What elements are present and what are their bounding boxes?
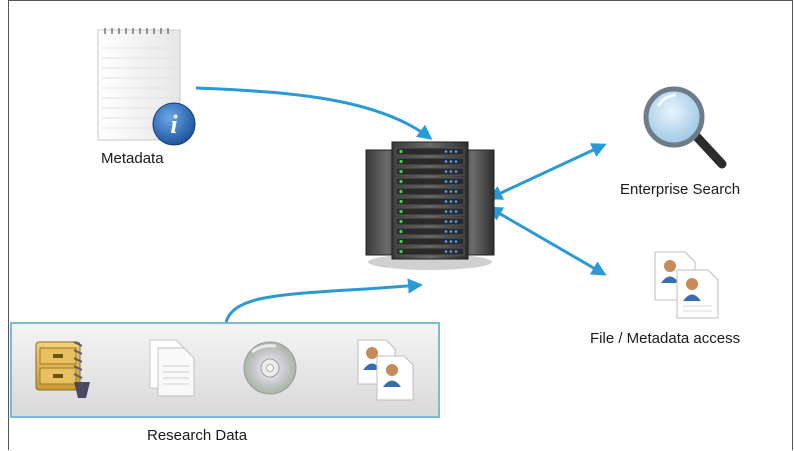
cd-disc-icon bbox=[243, 341, 297, 395]
enterprise-search-label: Enterprise Search bbox=[620, 181, 741, 198]
server-access-arrow bbox=[487, 206, 607, 276]
diagram-frame bbox=[8, 0, 793, 450]
notepad-info-icon: i bbox=[97, 28, 196, 146]
user-documents-icon bbox=[654, 251, 719, 319]
research-data-label: Research Data bbox=[147, 427, 248, 444]
frame-edge bbox=[8, 418, 9, 450]
user-documents-icon bbox=[357, 339, 414, 401]
server-rack-icon bbox=[365, 141, 495, 270]
server-search-arrow bbox=[487, 143, 607, 200]
documents-icon bbox=[149, 339, 195, 397]
metadata-label: Metadata bbox=[101, 150, 164, 167]
magnifier-icon bbox=[643, 86, 727, 169]
svg-text:i: i bbox=[170, 110, 178, 139]
research-to-server-arrow bbox=[224, 278, 423, 323]
file-metadata-access-label: File / Metadata access bbox=[590, 330, 741, 347]
archive-cabinet-icon bbox=[35, 341, 90, 398]
metadata-to-server-arrow bbox=[195, 86, 433, 140]
